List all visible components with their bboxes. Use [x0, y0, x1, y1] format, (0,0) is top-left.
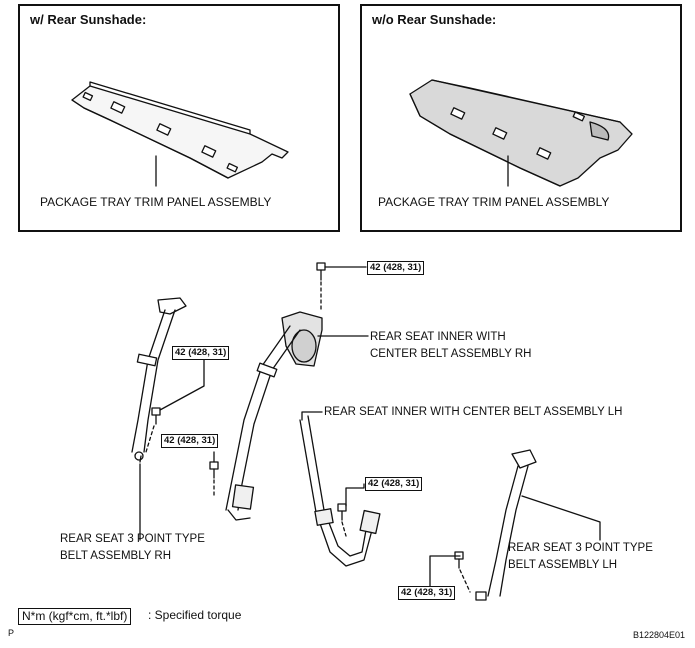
label-3point-lh-line2: BELT ASSEMBLY LH: [508, 559, 618, 571]
three-point-belt-lh: [475, 449, 537, 601]
label-3point-rh-line1: REAR SEAT 3 POINT TYPE: [60, 533, 205, 545]
label-inner-belt-rh-line2: CENTER BELT ASSEMBLY RH: [370, 348, 532, 360]
torque-tag: 42 (428, 31): [161, 434, 219, 448]
panel-with-sunshade-title: w/ Rear Sunshade:: [30, 12, 147, 27]
corner-mark-p: P: [8, 628, 15, 638]
label-inner-belt-lh: REAR SEAT INNER WITH CENTER BELT ASSEMBL…: [324, 406, 623, 418]
package-tray-without-sunshade: [409, 79, 633, 187]
torque-legend-text: : Specified torque: [148, 608, 242, 622]
three-point-belt-rh: [131, 297, 187, 463]
label-3point-rh-line2: BELT ASSEMBLY RH: [60, 550, 172, 562]
torque-tag: 42 (428, 31): [398, 586, 456, 600]
torque-tag: 42 (428, 31): [367, 261, 425, 275]
package-tray-with-sunshade: [71, 81, 289, 187]
torque-tag: 42 (428, 31): [365, 477, 423, 491]
panel-with-sunshade-caption: PACKAGE TRAY TRIM PANEL ASSEMBLY: [40, 195, 272, 209]
panel-without-sunshade-caption: PACKAGE TRAY TRIM PANEL ASSEMBLY: [378, 195, 610, 209]
inner-belt-lh: [299, 415, 381, 567]
leader-lines: [139, 266, 601, 587]
panel-without-sunshade-title: w/o Rear Sunshade:: [372, 12, 497, 27]
label-inner-belt-rh-line1: REAR SEAT INNER WITH: [370, 331, 506, 343]
inner-belt-rh: [225, 311, 323, 521]
label-3point-lh-line1: REAR SEAT 3 POINT TYPE: [508, 542, 653, 554]
figure-id: B122804E01: [633, 630, 686, 640]
torque-tag: 42 (428, 31): [172, 346, 230, 360]
torque-unit-legend: N*m (kgf*cm, ft.*lbf): [18, 608, 132, 625]
